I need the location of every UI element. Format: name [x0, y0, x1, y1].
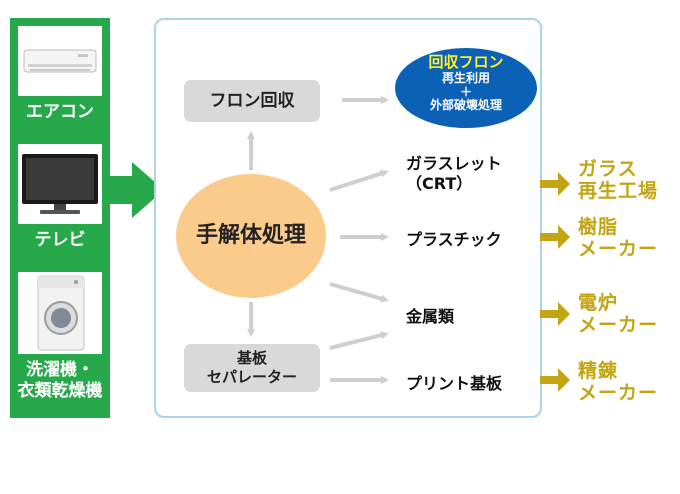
material-metal: 金属類	[406, 307, 455, 326]
arrow-metal-to-destination	[540, 302, 570, 326]
appliance-label-aircon: エアコン	[26, 102, 94, 122]
destination-pcb: 精錬 メーカー	[578, 360, 658, 404]
tv-image	[18, 144, 102, 224]
board-separator-box: 基板 セパレーター	[184, 344, 320, 392]
destination-plastic-line-2: メーカー	[578, 238, 659, 260]
destination-plastic: 樹脂 メーカー	[578, 216, 658, 260]
destination-glass-line-2: 再生工場	[578, 180, 659, 202]
destination-plastic-line-1: 樹脂	[578, 216, 619, 238]
appliance-label-washer: 洗濯機・ 衣類乾燥機	[10, 360, 110, 402]
washer-image	[18, 272, 102, 354]
material-glass-line-1: ガラスレット	[406, 154, 502, 173]
manual-dismantling-hub: 手解体処理	[176, 174, 326, 298]
freon-oval-title: 回収フロン	[428, 53, 504, 71]
television-icon	[22, 154, 98, 214]
appliance-column: エアコン テレビ 洗濯機・ 衣類乾燥機	[10, 18, 110, 418]
arrow-hub-to-glass	[329, 169, 389, 192]
washing-machine-icon	[37, 275, 85, 351]
appliance-label-tv: テレビ	[34, 230, 86, 250]
washer-label-line-1: 洗濯機・	[26, 360, 94, 380]
arrow-hub-to-metal	[329, 282, 389, 303]
washer-label-line-2: 衣類乾燥機	[17, 381, 103, 401]
freon-oval-line-1: 再生利用	[441, 71, 490, 85]
destination-metal-line-2: メーカー	[578, 314, 659, 336]
freon-oval-line-2: 外部破壊処理	[429, 98, 502, 112]
recovered-freon-oval: 回収フロン 再生利用 ＋ 外部破壊処理	[395, 48, 537, 128]
material-plastic: プラスチック	[406, 230, 502, 249]
destination-pcb-line-2: メーカー	[578, 382, 659, 404]
input-arrow-icon	[110, 162, 164, 218]
separator-line-2: セパレーター	[206, 368, 297, 386]
arrow-glass-to-destination	[540, 172, 570, 196]
material-glass-line-2: （CRT）	[406, 174, 473, 193]
air-conditioner-image	[18, 26, 102, 96]
destination-glass: ガラス 再生工場	[578, 158, 658, 202]
destination-pcb-line-1: 精錬	[578, 360, 619, 382]
freon-oval-plus: ＋	[459, 85, 472, 99]
separator-line-1: 基板	[236, 349, 267, 367]
output-arrows	[540, 172, 570, 392]
material-glass: ガラスレット （CRT）	[406, 154, 502, 194]
destination-metal: 電炉 メーカー	[578, 292, 658, 336]
freon-recovery-box: フロン回収	[184, 80, 320, 122]
material-pcb: プリント基板	[406, 374, 503, 393]
arrow-pcb-to-destination	[540, 368, 570, 392]
destination-glass-line-1: ガラス	[578, 158, 638, 180]
arrow-separator-to-metal	[329, 331, 389, 350]
arrow-plastic-to-destination	[540, 225, 570, 249]
air-conditioner-icon	[23, 49, 97, 73]
destination-metal-line-1: 電炉	[578, 292, 619, 314]
